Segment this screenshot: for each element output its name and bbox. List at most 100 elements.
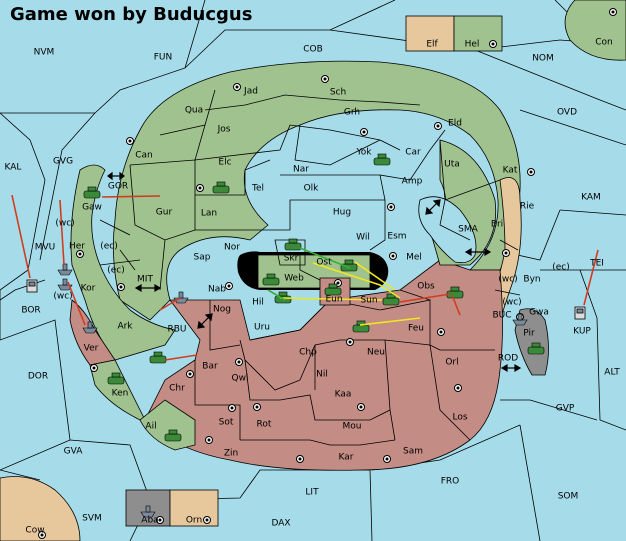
army-unit [527, 342, 545, 355]
label-ver: Ver [84, 344, 99, 354]
army-unit [382, 293, 400, 306]
supply-center [360, 128, 368, 136]
supply-center [389, 252, 397, 260]
label-lan: Lan [201, 209, 217, 219]
label-orl: Orl [445, 358, 458, 368]
label-gvp: GVP [556, 404, 575, 414]
label-rod: ROD [498, 354, 518, 364]
supply-center [502, 249, 510, 257]
label-car: Car [405, 148, 421, 158]
label-kor: Kor [81, 284, 96, 294]
supply-center [454, 384, 462, 392]
label-hug: Hug [333, 208, 351, 218]
label-sot: Sot [219, 418, 234, 428]
label-kat: Kat [503, 166, 518, 176]
label-grh: Grh [344, 108, 360, 118]
label-hel: Hel [465, 40, 480, 50]
label-amp: Amp [402, 177, 423, 187]
label-alt: ALT [604, 368, 620, 378]
label-qua: Qua [185, 106, 203, 116]
fleet-unit [57, 278, 73, 291]
label-elf: Elf [426, 40, 438, 50]
label-bar: Bar [202, 362, 218, 372]
label-som: SOM [558, 492, 579, 502]
label-sun: Sun [360, 296, 377, 306]
province-borders [99, 89, 521, 446]
coast-tag: (wc) [53, 292, 72, 302]
army-unit [324, 283, 342, 296]
coast-tag: (ec) [100, 242, 118, 252]
label-fro: FRO [441, 477, 460, 487]
supply-center [383, 455, 391, 463]
label-pir: Pir [523, 329, 535, 339]
region-pir[interactable] [514, 308, 549, 376]
label-tei: TEI [589, 259, 604, 269]
region-cow[interactable] [0, 476, 81, 541]
supply-center [434, 122, 442, 130]
label-gva: GVA [64, 447, 84, 457]
fleet-unit [82, 321, 98, 334]
label-cow: Cow [25, 526, 44, 536]
label-los: Los [452, 413, 467, 423]
fleet-unit [57, 263, 73, 276]
label-byn: Byn [523, 275, 540, 285]
fleet-unit [140, 505, 156, 518]
supply-center [233, 83, 241, 91]
label-gwa: Gwa [529, 308, 549, 318]
label-gvg: GVG [53, 157, 73, 167]
label-yok: Yok [355, 148, 372, 158]
army-unit [373, 153, 391, 166]
supply-center [235, 358, 243, 366]
label-chr: Chr [169, 384, 185, 394]
label-ovd: OVD [557, 108, 577, 118]
fleet-unit [26, 279, 38, 293]
label-her: Her [69, 242, 85, 252]
army-unit [262, 273, 280, 286]
supply-center [205, 436, 213, 444]
label-rot: Rot [257, 420, 272, 430]
label-nil: Nil [316, 370, 328, 380]
supply-center [346, 338, 354, 346]
army-unit [212, 181, 230, 194]
label-nar: Nar [293, 165, 309, 175]
label-qwi: Qwi [232, 374, 249, 384]
label-uru: Uru [254, 323, 270, 333]
coast-tag: (ec) [107, 266, 125, 276]
label-uta: Uta [444, 160, 460, 170]
label-can: Can [135, 151, 153, 161]
label-mvu: MVU [35, 243, 56, 253]
region-labels: Elf Hel Aba Orn NVM FUN COB NOM Con KAL … [5, 38, 621, 536]
label-jad: Jad [243, 87, 258, 97]
label-kup: KUP [573, 327, 591, 337]
label-eun: Eun [325, 295, 342, 305]
label-dor: DOR [28, 372, 48, 382]
label-cob: COB [303, 45, 323, 55]
supply-center [321, 75, 329, 83]
supply-center [117, 283, 125, 291]
label-eld: Eld [448, 119, 462, 129]
supply-center [196, 184, 204, 192]
label-obs: Obs [417, 282, 435, 292]
passage-arrows [107, 171, 522, 373]
units [26, 153, 586, 518]
region-west-arm[interactable] [70, 164, 176, 361]
label-dax: DAX [271, 519, 290, 529]
label-mit: MIT [137, 275, 153, 285]
label-ost: Ost [316, 258, 332, 268]
region-rie-byn-gwa[interactable] [484, 177, 522, 321]
label-bri: Bri [491, 220, 503, 230]
label-nvm: NVM [34, 48, 55, 58]
label-ark: Ark [117, 322, 133, 332]
supply-centers [38, 8, 617, 539]
label-chp: Chp [299, 348, 317, 358]
label-elc: Elc [218, 158, 231, 168]
label-mel: Mel [406, 253, 422, 263]
label-ail: Ail [145, 422, 156, 432]
region-con[interactable] [564, 0, 626, 61]
army-unit [446, 286, 464, 299]
label-esm: Esm [387, 232, 406, 242]
supply-center [225, 282, 233, 290]
coast-tag: (wc) [502, 298, 521, 308]
coast-tag: (wc) [498, 275, 517, 285]
